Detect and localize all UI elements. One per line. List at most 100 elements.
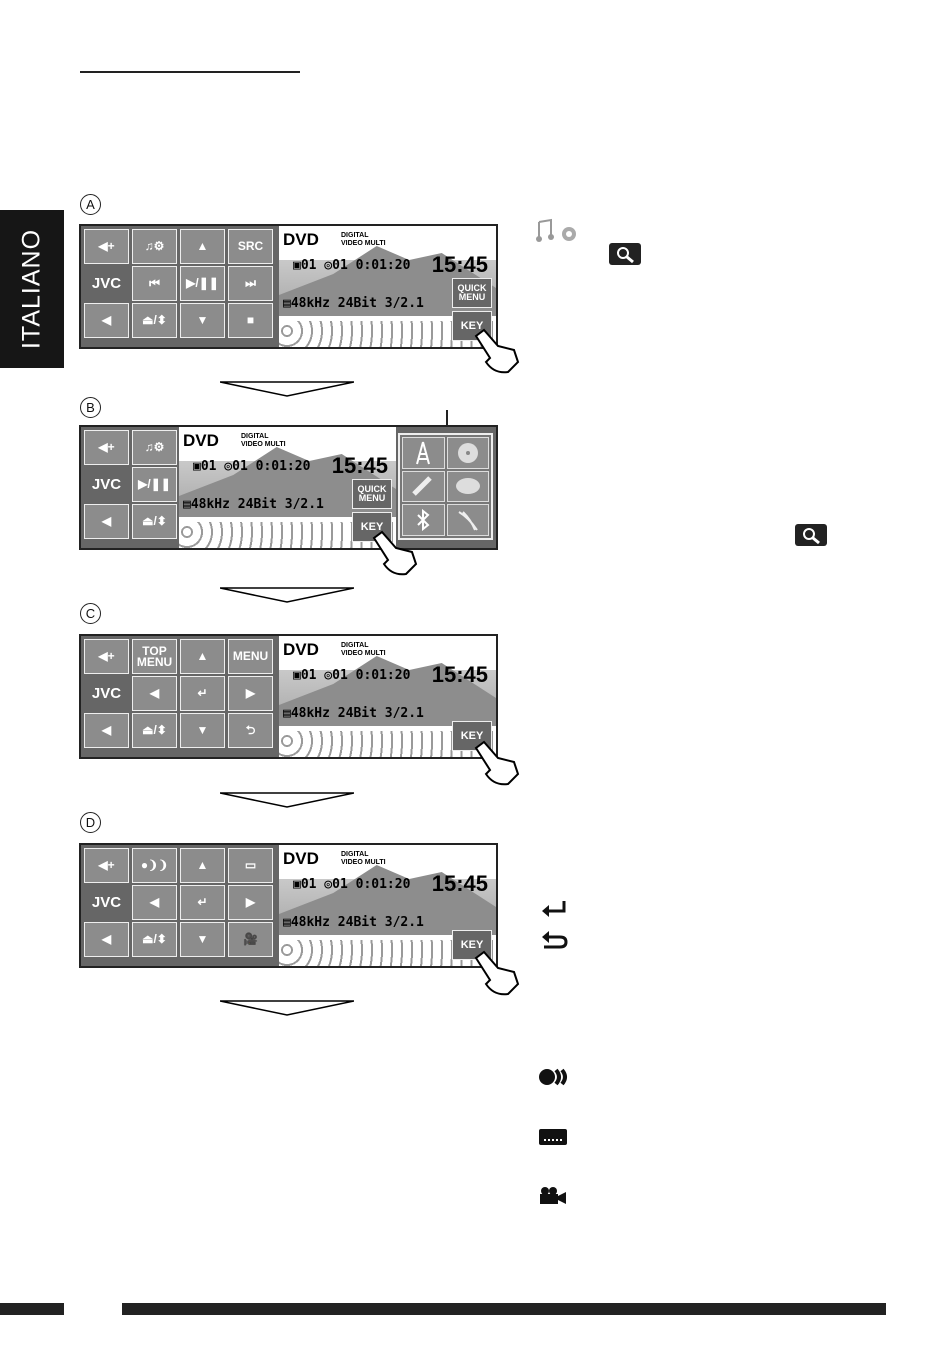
left-button[interactable]: ◀ [132, 676, 177, 711]
top-menu-button[interactable]: TOP MENU [132, 639, 177, 674]
source-grid [398, 433, 493, 540]
track-info: ▣01 ◎01 0:01:20 [293, 668, 411, 683]
return-icon [542, 931, 568, 949]
callout-line [446, 410, 448, 426]
panel-a-buttons: ◀+ ♫⚙ ▲ SRC JVC ⏮ ▶/❚❚ ⏭ ◀ ⏏/⬍ ▼ ■ [84, 229, 275, 342]
quick-menu-button[interactable]: QUICK MENU [352, 479, 392, 509]
footer-bar-left [0, 1303, 64, 1315]
play-pause-button[interactable]: ▶/❚❚ [132, 467, 177, 502]
clock: 15:45 [431, 252, 488, 277]
audio-language-button[interactable]: ●❩❩ [132, 848, 177, 883]
volume-up-button[interactable]: ◀+ [84, 848, 129, 883]
enter-button[interactable]: ↵ [180, 676, 225, 711]
music-settings-icon [536, 218, 576, 242]
language-tab-label: ITALIANO [17, 228, 46, 350]
up-button[interactable]: ▲ [180, 848, 225, 883]
eject-angle-button[interactable]: ⏏/⬍ [132, 303, 177, 338]
left-button[interactable]: ◀ [132, 885, 177, 920]
right-button[interactable]: ▶ [228, 676, 273, 711]
down-button[interactable]: ▼ [180, 713, 225, 748]
av-input-source-icon[interactable] [446, 504, 489, 536]
eject-angle-button[interactable]: ⏏/⬍ [132, 922, 177, 957]
panel-c-buttons: ◀+ TOP MENU ▲ MENU JVC ◀ ↵ ▶ ◀ ⏏/⬍ ▼ ⮌ [84, 639, 275, 752]
panel-c: ◀+ TOP MENU ▲ MENU JVC ◀ ↵ ▶ ◀ ⏏/⬍ ▼ ⮌ D… [79, 634, 498, 759]
dvd-label: DVD [283, 849, 319, 868]
clock: 15:45 [331, 453, 388, 478]
angle-button[interactable]: 🎥 [228, 922, 273, 957]
eject-angle-button[interactable]: ⏏/⬍ [132, 504, 177, 539]
disc-source-icon[interactable] [446, 437, 489, 469]
track-info: ▣01 ◎01 0:01:20 [193, 459, 311, 474]
audio-icon [539, 1068, 567, 1086]
label-b: B [80, 397, 101, 418]
audio-info: ▤48kHz 24Bit 3/2.1 [283, 706, 424, 721]
magnify-icon [609, 243, 641, 265]
clock: 15:45 [431, 662, 488, 687]
track-info: ▣01 ◎01 0:01:20 [293, 877, 411, 892]
up-button[interactable]: ▲ [180, 639, 225, 674]
enter-button[interactable]: ↵ [180, 885, 225, 920]
play-pause-button[interactable]: ▶/❚❚ [180, 266, 225, 301]
clock: 15:45 [431, 871, 488, 896]
header-rule [80, 71, 300, 73]
jvc-logo: JVC [91, 476, 122, 493]
volume-down-button[interactable]: ◀ [84, 922, 129, 957]
usb-source-icon[interactable] [402, 470, 445, 503]
arrow-down-icon [220, 587, 354, 603]
prev-button[interactable]: ⏮ [132, 266, 177, 301]
label-c: C [80, 603, 101, 624]
eject-angle-button[interactable]: ⏏/⬍ [132, 713, 177, 748]
enter-icon [542, 901, 566, 917]
panel-d-buttons: ◀+ ●❩❩ ▲ ▭ JVC ◀ ↵ ▶ ◀ ⏏/⬍ ▼ 🎥 [84, 848, 275, 961]
down-button[interactable]: ▼ [180, 922, 225, 957]
jvc-logo: JVC [91, 685, 122, 702]
sound-settings-button[interactable]: ♫⚙ [132, 430, 177, 465]
arrow-down-icon [220, 1000, 354, 1016]
bluetooth-source-icon[interactable] [402, 504, 445, 536]
stop-button[interactable]: ■ [228, 303, 273, 338]
label-d: D [80, 812, 101, 833]
src-button[interactable]: SRC [228, 229, 273, 264]
subtitle-icon [539, 1129, 567, 1145]
up-button[interactable]: ▲ [180, 229, 225, 264]
volume-up-button[interactable]: ◀+ [84, 639, 129, 674]
volume-up-button[interactable]: ◀+ [84, 430, 129, 465]
volume-down-button[interactable]: ◀ [84, 303, 129, 338]
hand-pointer-icon [372, 530, 418, 576]
tuner-source-icon[interactable] [402, 437, 445, 469]
track-info: ▣01 ◎01 0:01:20 [293, 258, 411, 273]
next-button[interactable]: ⏭ [228, 266, 273, 301]
menu-button[interactable]: MENU [228, 639, 273, 674]
label-a: A [80, 194, 101, 215]
jvc-logo: JVC [91, 275, 122, 292]
return-button[interactable]: ⮌ [228, 713, 273, 748]
arrow-down-icon [220, 381, 354, 397]
volume-up-button[interactable]: ◀+ [84, 229, 129, 264]
subtitle-button[interactable]: ▭ [228, 848, 273, 883]
magnify-icon [795, 524, 827, 546]
ipod-source-icon[interactable] [446, 470, 489, 503]
panel-d: ◀+ ●❩❩ ▲ ▭ JVC ◀ ↵ ▶ ◀ ⏏/⬍ ▼ 🎥 DVD DIGIT… [79, 843, 498, 968]
right-button[interactable]: ▶ [228, 885, 273, 920]
volume-down-button[interactable]: ◀ [84, 713, 129, 748]
footer-bar-right [122, 1303, 886, 1315]
hand-pointer-icon [474, 328, 520, 374]
hand-pointer-icon [474, 740, 520, 786]
angle-icon [540, 1187, 566, 1204]
dvd-label: DVD [283, 640, 319, 659]
down-button[interactable]: ▼ [180, 303, 225, 338]
audio-info: ▤48kHz 24Bit 3/2.1 [283, 296, 424, 311]
arrow-down-icon [220, 792, 354, 808]
quick-menu-button[interactable]: QUICK MENU [452, 278, 492, 308]
language-tab: ITALIANO [0, 210, 64, 368]
sound-settings-button[interactable]: ♫⚙ [132, 229, 177, 264]
panel-a: ◀+ ♫⚙ ▲ SRC JVC ⏮ ▶/❚❚ ⏭ ◀ ⏏/⬍ ▼ ■ DVD D… [79, 224, 498, 349]
volume-down-button[interactable]: ◀ [84, 504, 129, 539]
